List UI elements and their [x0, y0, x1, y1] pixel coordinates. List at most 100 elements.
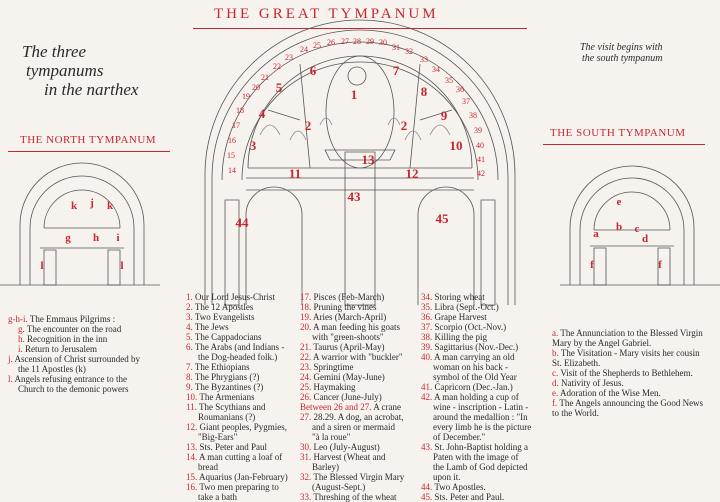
- great-legend-number: 24.: [300, 372, 312, 382]
- great-legend-item: Roumanians (?): [186, 412, 296, 422]
- south-legend-item: c. Visit of the Shepherds to Bethlehem.: [552, 368, 718, 378]
- great-legend-number: 23.: [300, 362, 312, 372]
- great-legend-number: 15.: [186, 472, 198, 482]
- great-legend-item: 3. Two Evangelists: [186, 312, 296, 322]
- great-legend-text: Storing wheat: [432, 292, 485, 302]
- south-legend-text: Nativity of Jesus.: [558, 378, 624, 388]
- great-legend-item: 9. The Byzantines (?): [186, 382, 296, 392]
- north-label-j: j: [89, 197, 94, 209]
- visit-line-1: The visit begins with: [580, 42, 663, 53]
- label-15: 15: [227, 151, 235, 160]
- great-legend-number: 22.: [300, 352, 312, 362]
- great-legend-number: 42.: [421, 392, 433, 402]
- label-12: 12: [406, 166, 419, 181]
- north-legend-item: j. Ascension of Christ surrounded by: [8, 354, 178, 364]
- great-legend-number: 32.: [300, 472, 312, 482]
- great-legend-text: wine - inscription - Latin -: [433, 402, 529, 412]
- great-legend-text: 28.29. A dog, an acrobat,: [311, 412, 404, 422]
- great-legend-number: 43.: [421, 442, 433, 452]
- north-legend-item: the 11 Apostles (k): [8, 364, 178, 374]
- south-legend-text: to the World.: [552, 408, 599, 418]
- great-legend-text: Roumanians (?): [198, 412, 256, 422]
- great-legend-item: "Big-Ears": [186, 432, 296, 442]
- south-arch-outer: [570, 166, 694, 285]
- great-legend-text: Cancer (June-July): [311, 392, 382, 402]
- great-legend-item: 11. The Scythians and: [186, 402, 296, 412]
- great-legend-number: 16.: [186, 482, 198, 492]
- right-door: [418, 187, 474, 305]
- north-legend-item: g. The encounter on the road: [8, 324, 178, 334]
- great-legend-text: (August-Sept.): [312, 482, 366, 492]
- south-legend-number: f.: [552, 398, 558, 408]
- north-legend-text: Recognition in the inn: [24, 334, 108, 344]
- great-legend-text: with "green-shoots": [312, 332, 384, 342]
- great-legend-number: 3.: [186, 312, 193, 322]
- great-legend-number: 17.: [300, 292, 312, 302]
- visit-line-2: the south tympanum: [581, 53, 663, 64]
- great-legend-text: Springtime: [311, 362, 354, 372]
- north-legend-item: h. Recognition in the inn: [8, 334, 178, 344]
- great-legend-text: The Arabs (and Indians -: [192, 342, 285, 352]
- label-18: 18: [236, 106, 244, 115]
- great-legend-text: Scorpio (Oct.-Nov.): [432, 322, 507, 332]
- south-legend-item: d. Nativity of Jesus.: [552, 378, 718, 388]
- south-legend-text: Visit of the Shepherds to Bethlehem.: [558, 368, 693, 378]
- north-legend-number: h.: [18, 334, 25, 344]
- label-35: 35: [445, 76, 453, 85]
- great-legend-item: 43. St. John-Baptist holding a: [421, 442, 543, 452]
- great-legend-item: 14. A man cutting a loaf of: [186, 452, 296, 462]
- great-legend-text: Sagittarius (Nov.-Dec.): [432, 342, 519, 352]
- label-44: 44: [236, 215, 250, 230]
- label-41: 41: [477, 155, 485, 164]
- label-1: 1: [351, 87, 358, 102]
- south-label-f-right: f: [658, 259, 662, 271]
- great-legend-number: 12.: [186, 422, 198, 432]
- great-legend-text: A man carrying an old: [432, 352, 515, 362]
- south-legend-item: to the World.: [552, 408, 718, 418]
- great-legend-text: Aries (March-April): [311, 312, 387, 322]
- label-23: 23: [285, 53, 293, 62]
- label-6: 6: [310, 63, 317, 78]
- label-8: 8: [421, 84, 428, 99]
- north-label-k-right: k: [107, 200, 114, 212]
- great-legend-item: 31. Harvest (Wheat and: [300, 452, 418, 462]
- great-legend-item: 12. Giant peoples, Pygmies,: [186, 422, 296, 432]
- great-legend-item: and a siren or mermaid: [300, 422, 418, 432]
- great-legend-item: 22. A warrior with "buckler": [300, 352, 418, 362]
- south-legend-text: St. Elizabeth.: [552, 358, 601, 368]
- great-legend-item: 42. A man holding a cup of: [421, 392, 543, 402]
- label-38: 38: [469, 111, 477, 120]
- great-legend-text: Two Apostles.: [432, 482, 486, 492]
- title-rule: [193, 28, 527, 29]
- north-legend-text: Church to the demonic powers: [18, 384, 129, 394]
- south-rule: [543, 144, 705, 145]
- great-legend-item: 20. A man feeding his goats: [300, 322, 418, 332]
- south-legend-text: The Annunciation to the Blessed Virgin: [558, 328, 703, 338]
- great-legend-item: 1. Our Lord Jesus-Christ: [186, 292, 296, 302]
- great-legend-text: take a bath: [198, 492, 237, 502]
- south-legend-number: a.: [552, 328, 559, 338]
- great-outer-arch: [205, 20, 515, 305]
- great-legend-number: 30.: [300, 442, 312, 452]
- great-legend-number: 7.: [186, 362, 193, 372]
- north-legend-item: l. Angels refusing entrance to the: [8, 374, 178, 384]
- label-37: 37: [462, 97, 470, 106]
- great-legend-text: woman on his back -: [433, 362, 508, 372]
- great-legend-item: take a bath: [186, 492, 296, 502]
- south-legend-text: The Visitation - Mary visits her cousin: [558, 348, 700, 358]
- label-43: 43: [348, 189, 362, 204]
- label-33: 33: [420, 55, 428, 64]
- great-legend-text: A man holding a cup of: [432, 392, 519, 402]
- great-legend-text: Two Evangelists: [192, 312, 255, 322]
- label-36: 36: [456, 85, 464, 94]
- north-legend-text: Angels refusing entrance to the: [12, 374, 127, 384]
- great-legend-item: 41. Capricorn (Dec.-Jan.): [421, 382, 543, 392]
- great-legend-text: The Cappadocians: [192, 332, 262, 342]
- label-20: 20: [252, 83, 260, 92]
- great-legend-text: and a siren or mermaid: [312, 422, 395, 432]
- great-legend-text: Aquarius (Jan-February): [197, 472, 288, 482]
- great-legend-number: 19.: [300, 312, 312, 322]
- great-legend-number: 40.: [421, 352, 433, 362]
- label-40: 40: [476, 141, 484, 150]
